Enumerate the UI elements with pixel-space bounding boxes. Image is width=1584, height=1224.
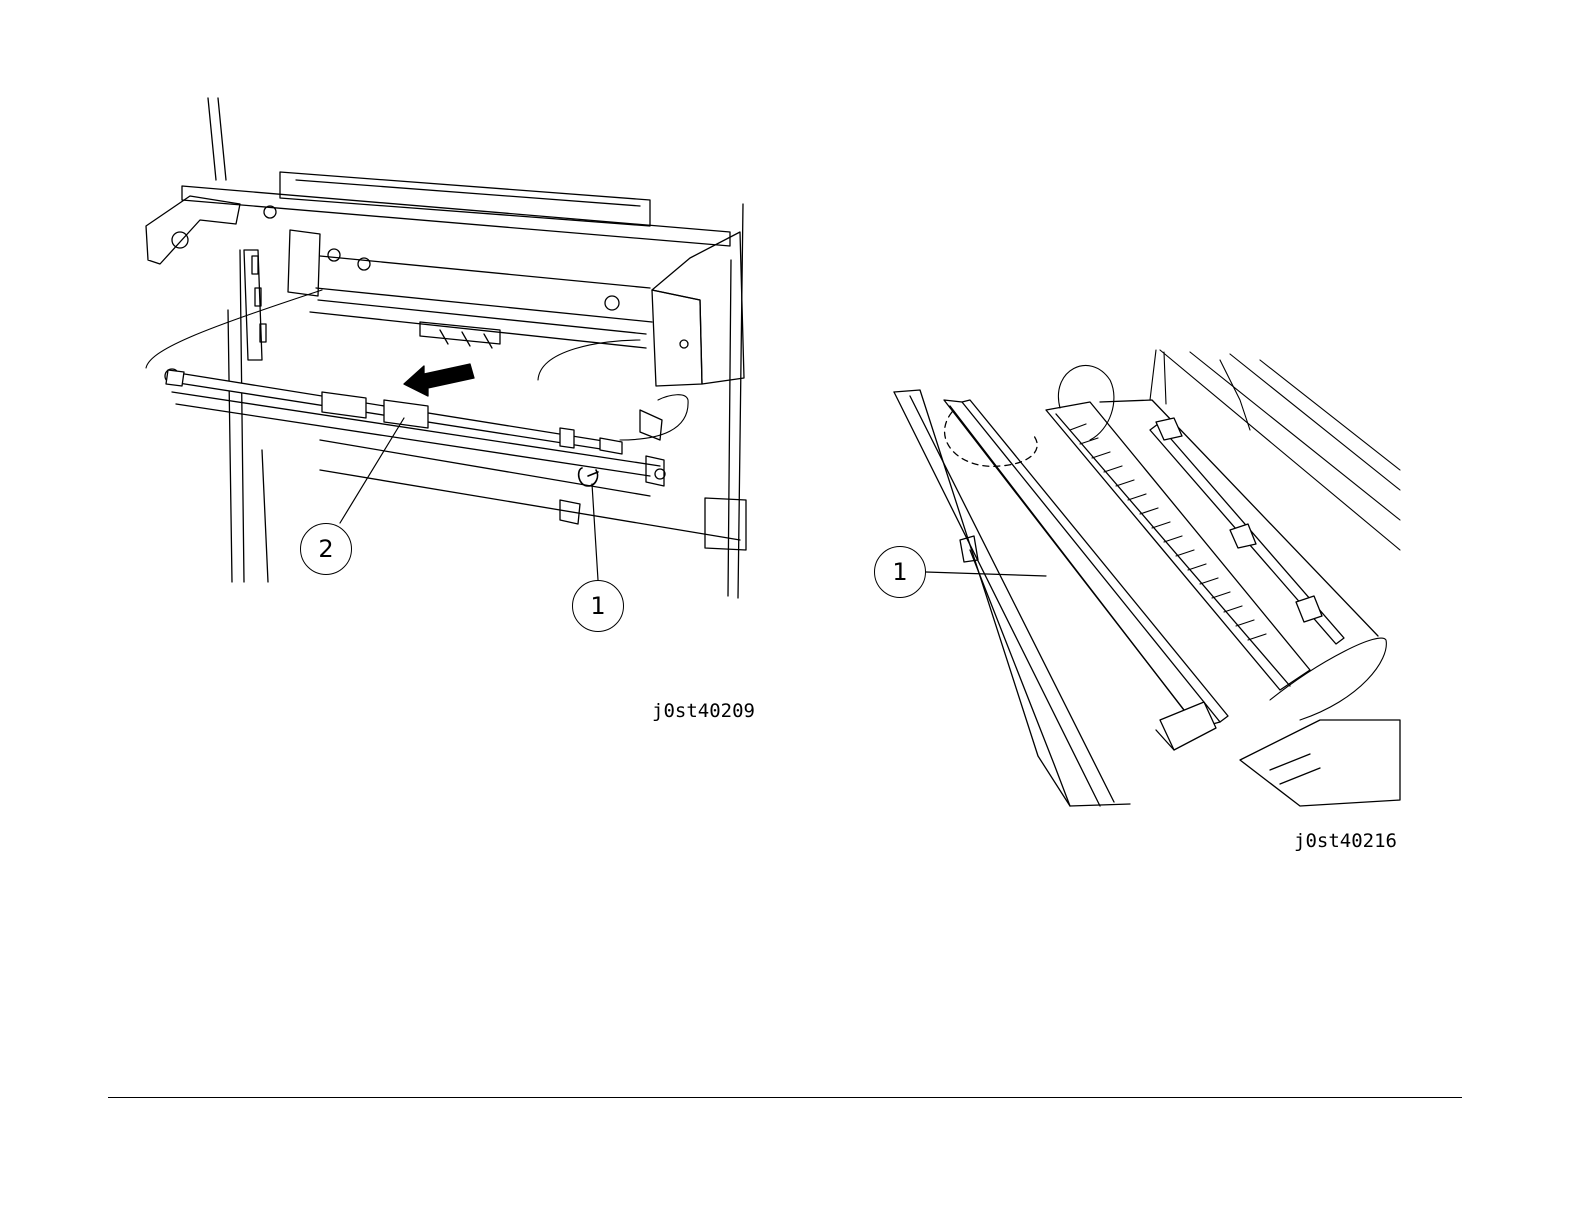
figure-id: j0st40216: [1294, 830, 1397, 852]
callout-2: 2: [300, 523, 352, 575]
figure-right: 1 j0st40216: [860, 340, 1400, 860]
page-divider: [108, 1097, 1462, 1098]
callout-1: 1: [874, 546, 926, 598]
figure-id: j0st40209: [652, 700, 755, 722]
figure-left: 1 2 j0st40209: [0, 0, 790, 740]
callout-1: 1: [572, 580, 624, 632]
figure-left-illustration: [0, 0, 790, 740]
figure-right-illustration: [860, 340, 1400, 860]
